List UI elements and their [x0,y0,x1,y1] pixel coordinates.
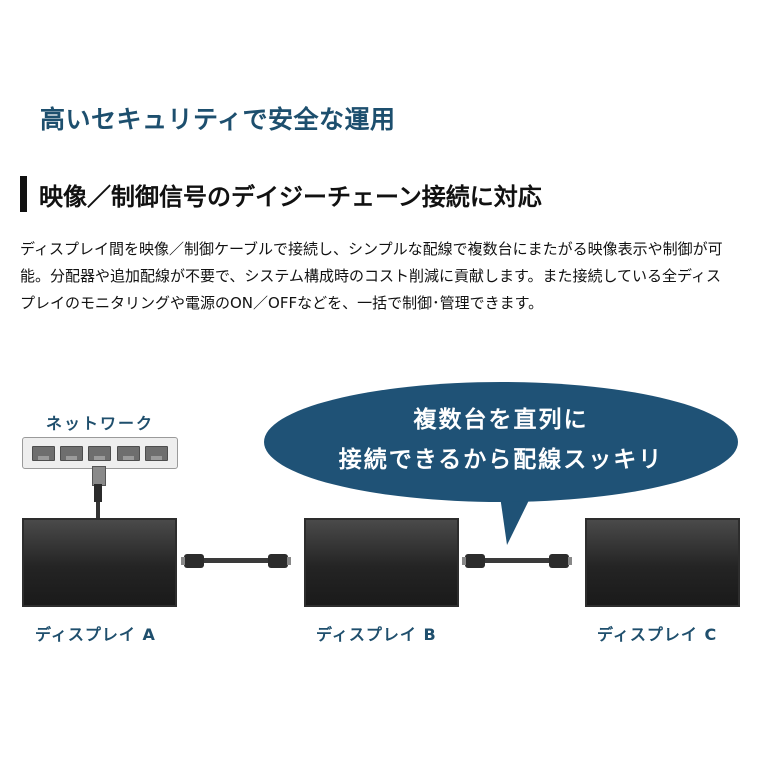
network-label: ネットワーク [46,414,155,433]
display-c [585,518,740,607]
display-a-label: ディスプレイ A [35,625,156,644]
page-title: 高いセキュリティで安全な運用 [40,105,396,134]
section-heading: 映像／制御信号のデイジーチェーン接続に対応 [20,176,542,212]
section-heading-text: 映像／制御信号のデイジーチェーン接続に対応 [39,182,542,211]
network-switch [22,437,178,469]
speech-bubble-shape [500,492,533,545]
speech-bubble-body [264,382,738,502]
bubble-line-2: 接続できるから配線スッキリ [338,447,664,473]
lan-cable [96,502,100,518]
lan-port-icon [88,445,112,461]
lan-port-icon [116,445,140,461]
lan-port-icon [31,445,55,461]
display-c-label: ディスプレイ C [597,625,718,644]
lan-port-icon [145,445,169,461]
heading-bar [20,176,27,212]
display-b-label: ディスプレイ B [316,625,437,644]
chain-cable-a-b [181,554,291,568]
lan-cable-boot [94,484,102,502]
bubble-line-1: 複数台を直列に [413,407,589,433]
display-b [304,518,459,607]
chain-cable-b-c [462,554,572,568]
display-a [22,518,177,607]
section-body-text: ディスプレイ間を映像／制御ケーブルで接続し、シンプルな配線で複数台にまたがる映像… [20,240,723,312]
lan-port-icon [60,445,84,461]
